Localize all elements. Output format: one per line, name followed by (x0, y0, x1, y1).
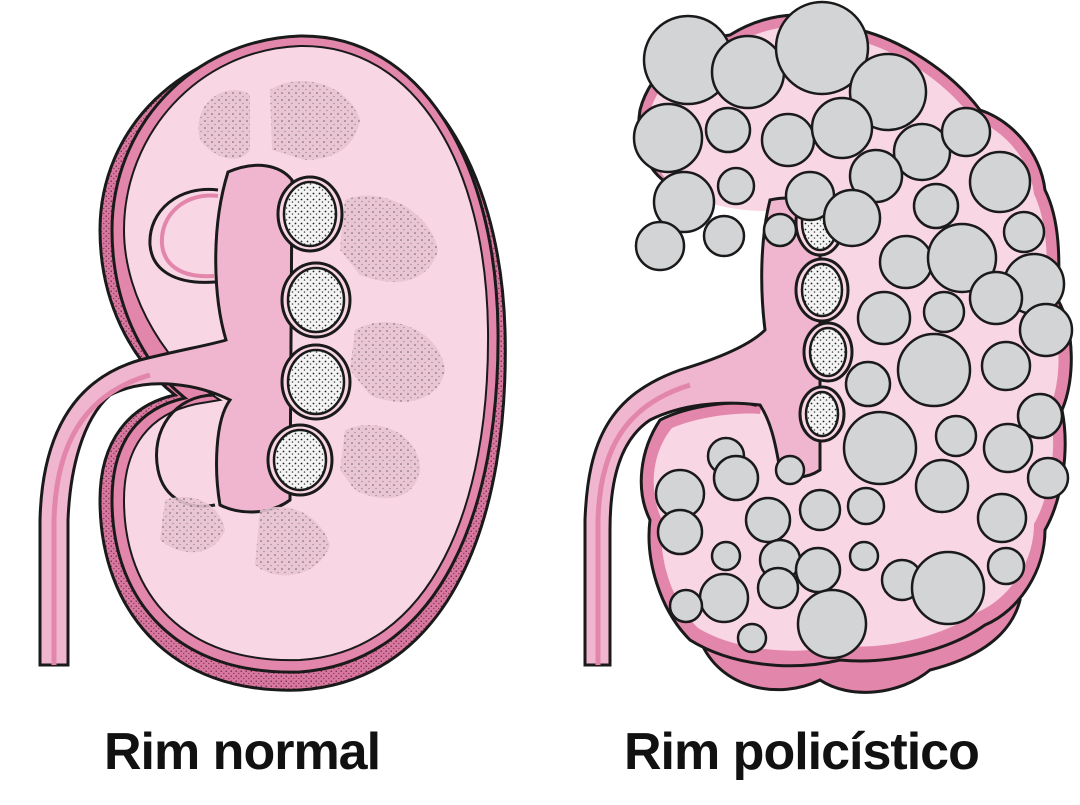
normal-ureter (51, 372, 151, 665)
cyst (798, 488, 842, 532)
cyst (976, 492, 1028, 544)
normal-calyces (266, 175, 352, 497)
cyst (846, 486, 886, 526)
cyst (892, 122, 952, 182)
cyst (822, 188, 882, 248)
cyst (656, 508, 704, 556)
cyst (702, 214, 746, 258)
cyst (698, 572, 750, 624)
cyst (634, 220, 686, 272)
cyst (968, 270, 1024, 326)
cyst (736, 622, 768, 654)
calyx (282, 180, 338, 248)
cyst (652, 170, 716, 234)
cyst (934, 414, 978, 458)
polycystic-kidney (583, 0, 1074, 694)
cyst (704, 106, 752, 154)
caption-normal-kidney: Rim normal (104, 723, 381, 781)
polycystic-cysts (632, 0, 1074, 660)
calyx (272, 428, 328, 492)
cyst (986, 546, 1026, 586)
cyst (1026, 456, 1070, 500)
polycystic-ureter (595, 382, 691, 665)
cyst (810, 96, 874, 160)
calyx (808, 326, 848, 378)
cyst (794, 546, 842, 594)
cyst (842, 410, 918, 486)
normal-renal-pyramids (160, 81, 445, 576)
cyst (710, 540, 742, 572)
cyst (848, 540, 880, 572)
cyst (762, 212, 798, 248)
caption-polycystic-kidney: Rim policístico (624, 723, 980, 781)
cyst (756, 566, 800, 610)
cyst (668, 588, 704, 624)
cyst (744, 496, 792, 544)
cyst (712, 454, 760, 502)
normal-kidney (38, 34, 507, 692)
cyst (774, 454, 806, 486)
cyst (716, 166, 756, 206)
calyx (286, 348, 346, 416)
cyst (774, 0, 870, 96)
calyx (804, 390, 840, 438)
cyst (878, 234, 934, 290)
calyx (286, 266, 346, 334)
cyst (1002, 210, 1046, 254)
cyst (1018, 302, 1074, 358)
cyst (940, 106, 992, 158)
cyst (910, 550, 986, 626)
cyst (710, 34, 786, 110)
cyst (926, 222, 998, 294)
normal-kidney-sinus-upper (148, 187, 219, 284)
calyx (800, 262, 844, 318)
cyst (968, 150, 1032, 214)
cyst (982, 422, 1034, 474)
cyst (922, 290, 966, 334)
cyst (760, 112, 816, 168)
cyst (848, 52, 928, 132)
cyst (914, 458, 970, 514)
cyst (796, 588, 868, 660)
normal-kidney-pelvis (38, 163, 294, 667)
cyst (912, 182, 960, 230)
cyst (1016, 392, 1064, 440)
cyst (844, 360, 892, 408)
cyst (856, 290, 912, 346)
cyst (980, 340, 1032, 392)
cyst (632, 102, 704, 174)
cyst (896, 332, 972, 408)
